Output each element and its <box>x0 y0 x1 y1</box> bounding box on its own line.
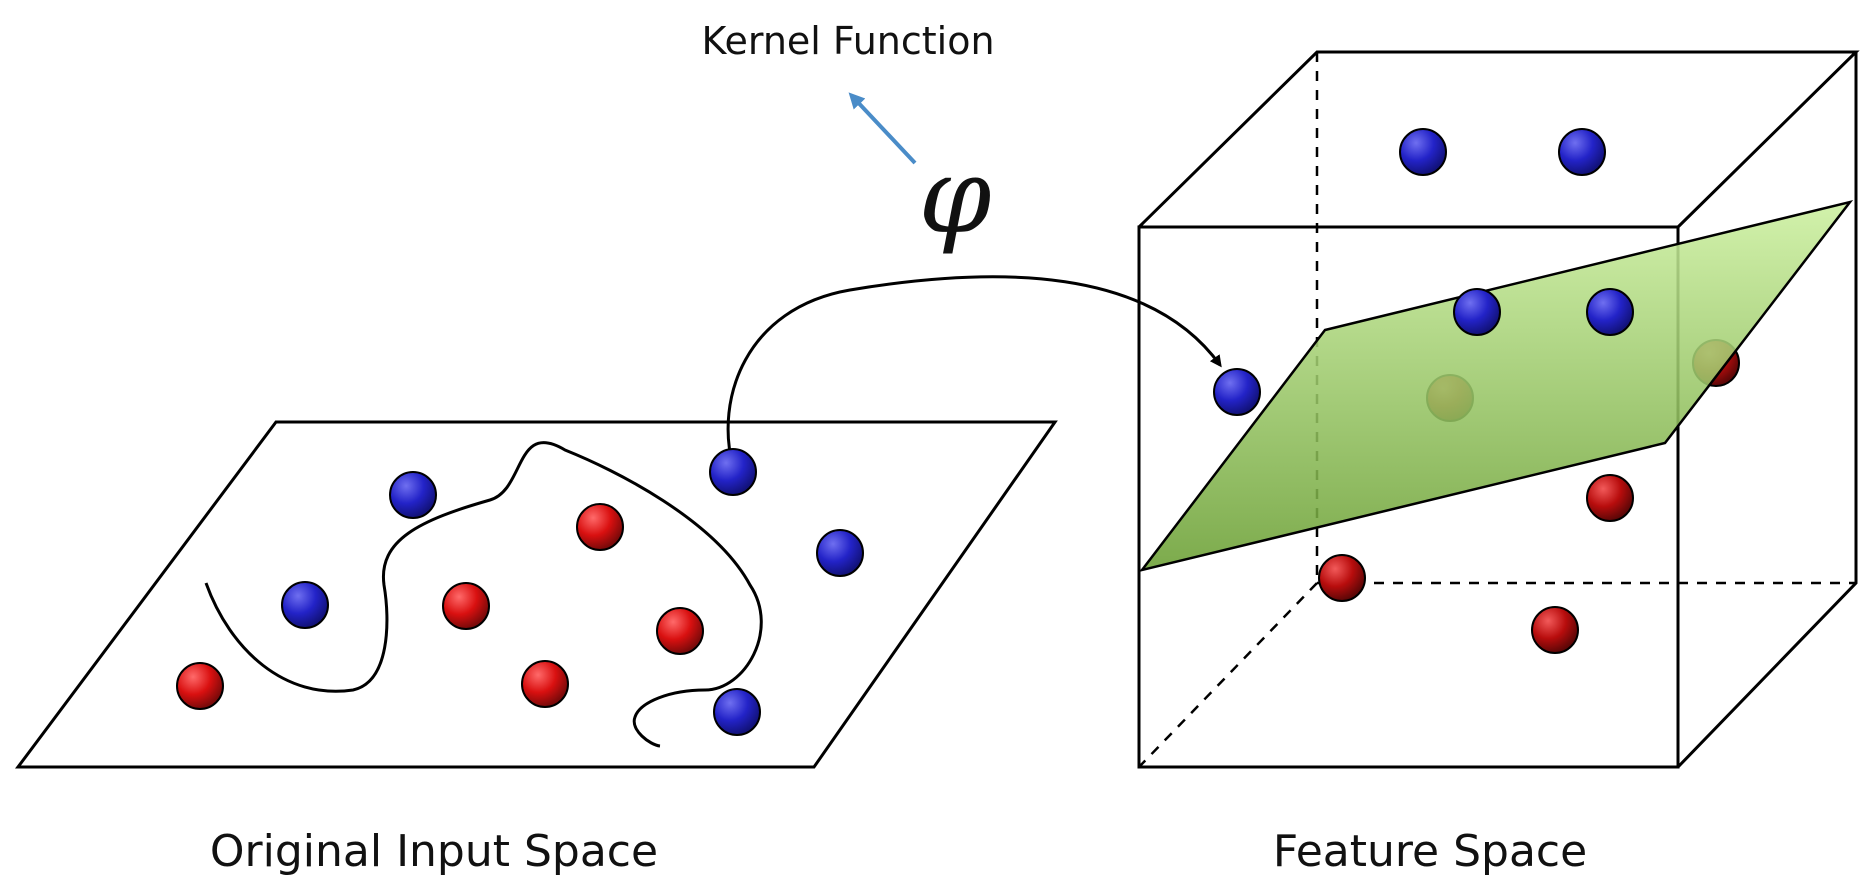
blue-point-original-1 <box>389 471 437 519</box>
cube-right-side-edges <box>1676 52 1858 769</box>
blue-point-feature-4 <box>1586 288 1634 336</box>
nonlinear-decision-boundary <box>204 441 763 748</box>
red-point-original-6 <box>576 503 624 551</box>
blue-point-feature-1 <box>1399 128 1447 176</box>
red-point-original-7 <box>442 582 490 630</box>
original-input-space-label: Original Input Space <box>210 826 658 877</box>
original-input-plane <box>15 420 1058 769</box>
kernel-annotation-arrow <box>848 92 917 165</box>
cube-hidden-edge-diagonal <box>1138 582 1318 768</box>
feature-space-points-front <box>1213 128 1634 654</box>
blue-point-original-4 <box>816 529 864 577</box>
kernel-mapping-arrow <box>726 275 1222 467</box>
red-point-original-8 <box>656 607 704 655</box>
kernel-function-label: Kernel Function <box>701 19 994 63</box>
red-point-feature-9 <box>1318 554 1366 602</box>
phi-symbol: φ <box>919 135 992 257</box>
blue-point-original-5 <box>713 688 761 736</box>
feature-space-label: Feature Space <box>1273 826 1587 877</box>
cube-front-face <box>1137 225 1680 769</box>
red-point-original-10 <box>521 660 569 708</box>
original-space-points <box>176 448 864 736</box>
blue-point-original-3 <box>281 581 329 629</box>
blue-point-feature-2 <box>1558 128 1606 176</box>
cube-visible-back-edges <box>1137 50 1860 229</box>
separating-hyperplane <box>1138 199 1854 573</box>
blue-point-feature-5 <box>1213 368 1261 416</box>
red-point-feature-10 <box>1531 606 1579 654</box>
red-point-original-9 <box>176 662 224 710</box>
red-point-feature-8 <box>1586 474 1634 522</box>
blue-point-original-2 <box>709 448 757 496</box>
blue-point-feature-3 <box>1453 288 1501 336</box>
